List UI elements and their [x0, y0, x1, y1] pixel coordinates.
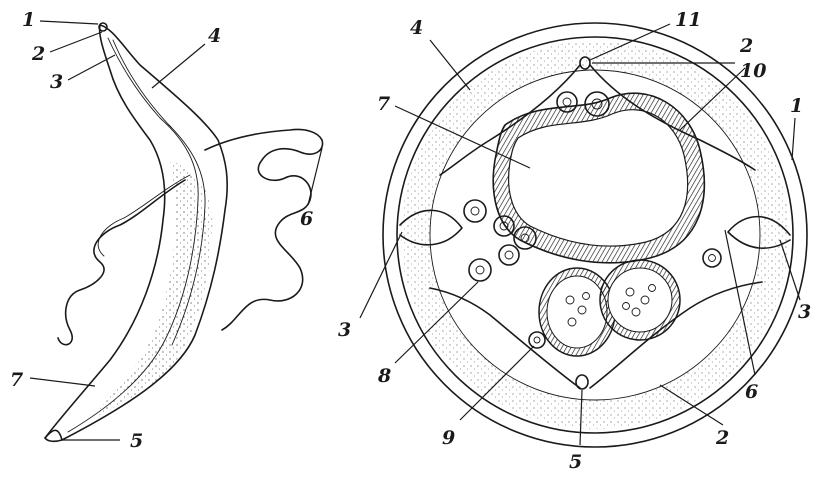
svg-text:10: 10 [740, 60, 766, 82]
worm-tail [45, 430, 62, 440]
svg-text:7: 7 [10, 369, 23, 391]
svg-text:3: 3 [798, 301, 811, 323]
svg-text:8: 8 [377, 365, 391, 387]
label-2-left: 2 [31, 32, 102, 65]
label-3-left: 3 [50, 55, 115, 93]
svg-text:5: 5 [130, 430, 143, 452]
svg-text:3: 3 [50, 71, 63, 93]
label-1-left: 1 [22, 9, 98, 31]
intestine-lumen [509, 110, 688, 246]
svg-text:3: 3 [338, 319, 351, 341]
svg-text:1: 1 [790, 95, 803, 117]
label-1-right: 1 [790, 95, 803, 160]
label-4-left: 4 [152, 25, 221, 88]
svg-text:2: 2 [739, 35, 753, 57]
label-7-left: 7 [10, 369, 95, 391]
svg-text:1: 1 [22, 9, 35, 31]
svg-text:9: 9 [442, 427, 455, 449]
svg-text:11: 11 [675, 9, 701, 31]
svg-text:7: 7 [377, 93, 390, 115]
label-4-right: 4 [410, 17, 470, 90]
worm-gonad-region [90, 160, 212, 420]
svg-text:6: 6 [745, 381, 758, 403]
svg-text:2: 2 [715, 427, 729, 449]
svg-text:4: 4 [410, 17, 423, 39]
svg-text:4: 4 [208, 25, 221, 47]
label-3-left: 3 [338, 232, 402, 341]
svg-text:6: 6 [300, 208, 313, 230]
svg-text:2: 2 [31, 43, 45, 65]
whole-worm-figure: 1 2 3 4 5 6 7 [10, 9, 323, 452]
svg-text:5: 5 [569, 451, 582, 473]
cross-section-figure: 1 2 2 3 3 4 5 6 [338, 9, 811, 473]
